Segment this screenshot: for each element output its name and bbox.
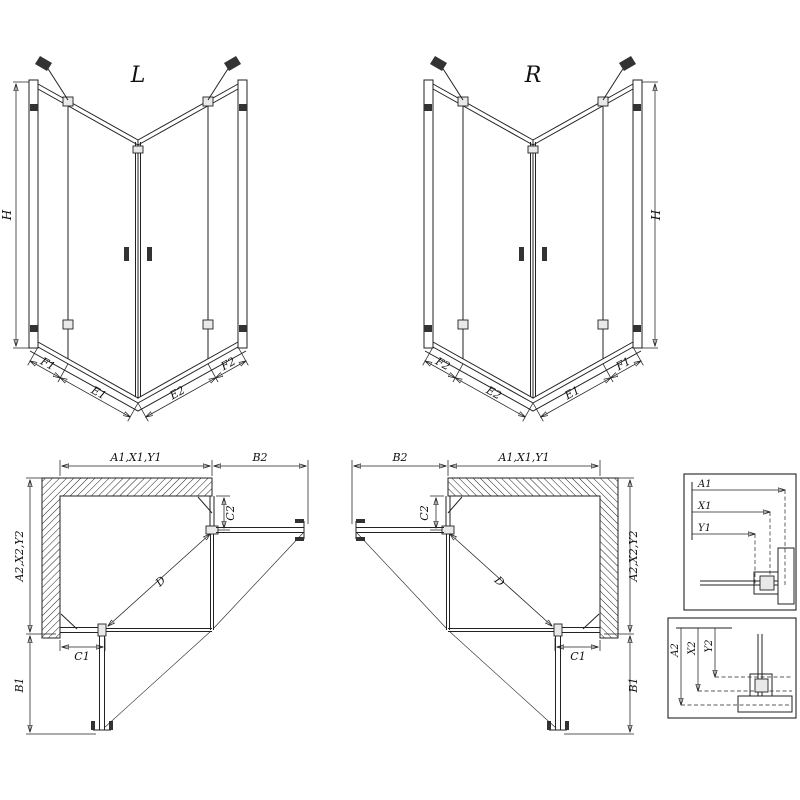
dim-label-depth-right: A2,X2,Y2: [627, 530, 640, 582]
profile-detail-box-horizontal: [683, 473, 797, 611]
dim-label-c1-right: C1: [570, 650, 585, 663]
variant-label-left: L: [130, 63, 146, 88]
detail-label-a2: A2: [670, 643, 681, 658]
dim-label-b1-right: B1: [627, 677, 640, 693]
dim-label-b1-left: B1: [13, 677, 26, 693]
dim-label-depth-left: A2,X2,Y2: [13, 530, 26, 582]
dim-label-b2-left: B2: [251, 451, 267, 464]
dim-label-d-left: D: [152, 574, 168, 590]
plan-view-left: [26, 460, 308, 734]
dim-label-e2-left: E2: [167, 384, 187, 403]
variant-label-right: R: [524, 63, 542, 88]
detail-label-a1: A1: [697, 479, 712, 490]
dim-label-height-left: H: [0, 209, 14, 221]
profile-bracket: [753, 571, 779, 595]
profile-bracket: [749, 673, 773, 697]
detail-label-y2: Y2: [704, 640, 715, 653]
wall-profile-section: [777, 547, 795, 605]
dim-label-c1-left: C1: [74, 650, 89, 663]
dim-label-width-left: A1,X1,Y1: [109, 451, 161, 464]
dim-label-b2-right: B2: [391, 451, 407, 464]
dim-label-e1-left: E1: [88, 383, 108, 402]
plan-view-right: [352, 460, 634, 734]
dim-label-height-right: H: [649, 209, 663, 221]
detail-label-y1: Y1: [698, 523, 711, 534]
detail-label-x2: X2: [687, 641, 698, 655]
dim-label-c2-left: C2: [224, 505, 237, 520]
dim-label-d-right: D: [491, 573, 507, 589]
dim-label-e2-right: E2: [483, 383, 503, 402]
wall-profile-section: [737, 695, 793, 713]
profile-detail-box-vertical: [667, 617, 797, 719]
detail-label-x1: X1: [697, 501, 711, 512]
dim-label-width-right: A1,X1,Y1: [497, 451, 549, 464]
dim-label-e1-right: E1: [562, 384, 582, 403]
dim-label-c2-right: C2: [418, 505, 431, 520]
